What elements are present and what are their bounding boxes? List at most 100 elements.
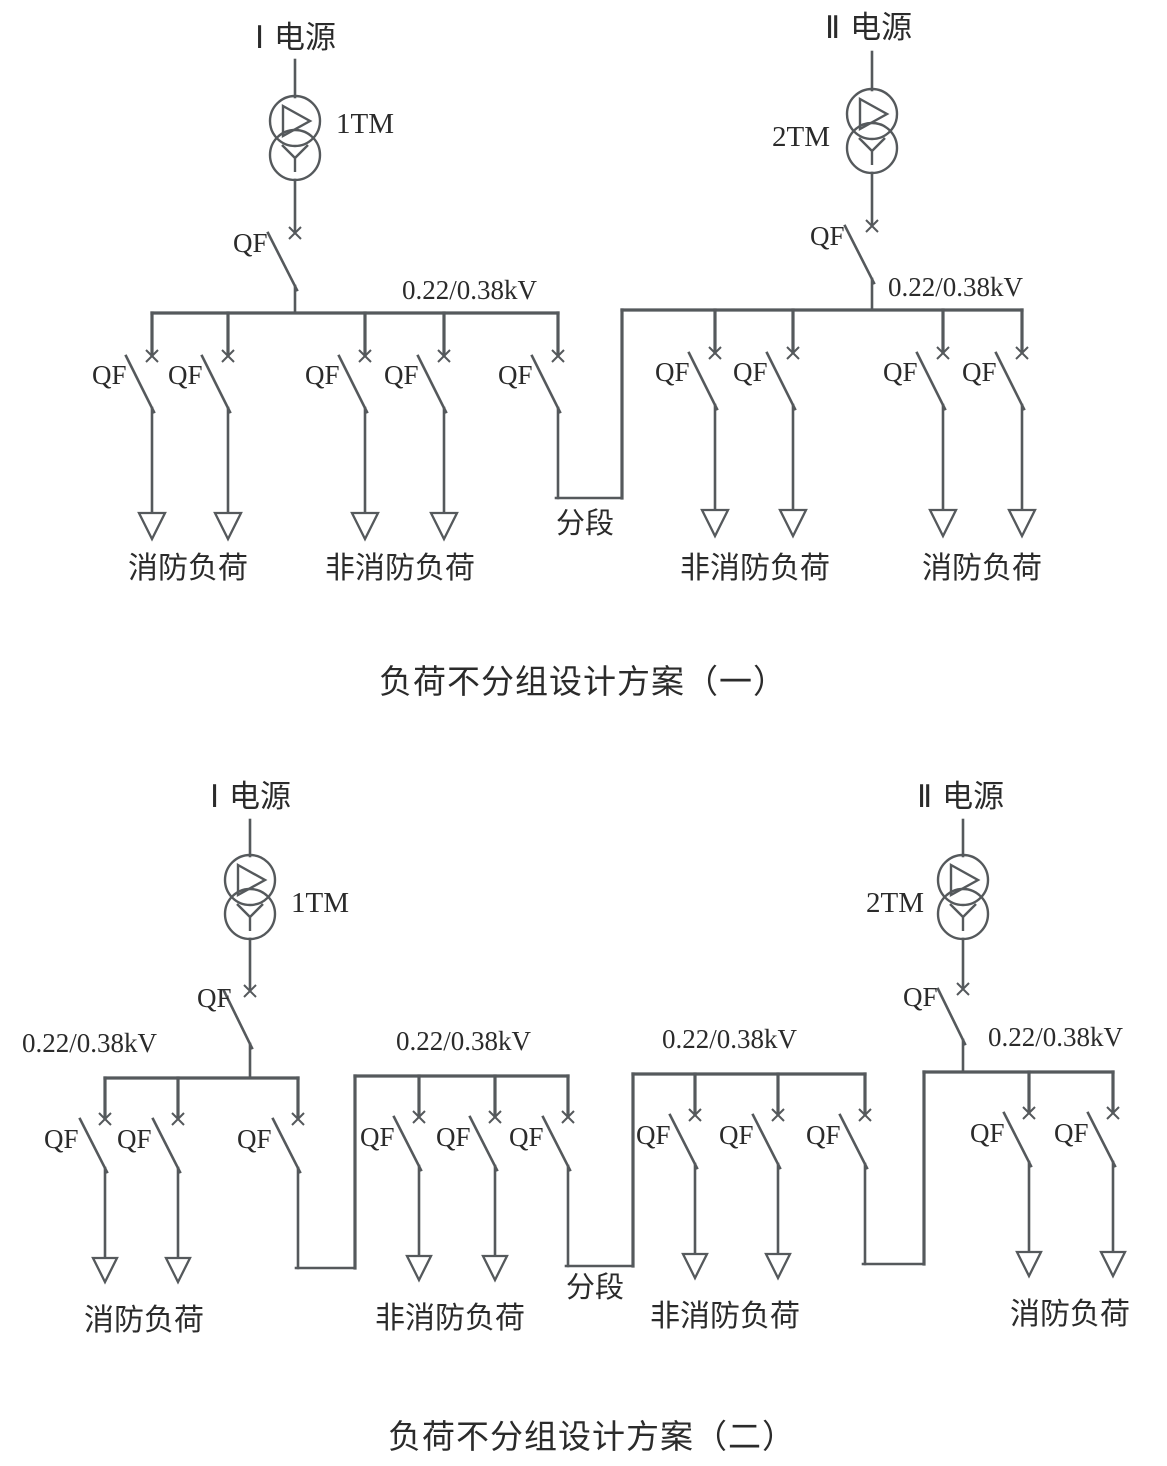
wye-winding-icon [858, 137, 886, 165]
f2-tie-breaker[interactable]: QF [509, 1110, 575, 1268]
f2-feeder-b1-2[interactable]: QF [117, 1112, 192, 1285]
f2-incomer-breaker-2-label: QF [903, 982, 938, 1012]
incomer-breaker-1[interactable]: QF [233, 226, 302, 292]
incomer-breaker-2-label: QF [810, 221, 845, 251]
source-2-branch: Ⅱ 电源 2TM QF [772, 10, 912, 312]
transformer-secondary-circle [845, 121, 899, 175]
f2-feeder-b4-2-label: QF [1054, 1118, 1089, 1148]
breaker-blade [541, 1115, 572, 1172]
breaker-x-icon [288, 226, 302, 240]
load-arrow-icon [164, 1256, 192, 1285]
delta-winding-icon [281, 103, 313, 139]
f2-link-b1-b2-label: QF [237, 1124, 272, 1154]
f2-feeder-b2-2-label: QF [436, 1122, 471, 1152]
f2-load-group-4-label: 消防负荷 [1010, 1297, 1130, 1332]
f2-feeder-b2-1[interactable]: QF [360, 1110, 433, 1283]
f2-feeder-b4-1[interactable]: QF [970, 1106, 1043, 1279]
breaker-x-icon [98, 1112, 112, 1126]
breaker-blade [843, 224, 876, 285]
f2-transformer-1tm-label: 1TM [291, 887, 349, 919]
f2-bus2-voltage-label: 0.22/0.38kV [396, 1026, 532, 1056]
load-arrow-icon [91, 1256, 119, 1285]
load-arrow-icon [1015, 1250, 1043, 1279]
feeder-r3[interactable]: QF [883, 308, 958, 539]
transformer-1tm-symbol [268, 94, 322, 182]
breaker-blade [751, 1113, 782, 1170]
f2-transformer-2tm-label: 2TM [866, 887, 924, 919]
breaker-blade [1002, 1111, 1033, 1168]
load-group-4-label: 消防负荷 [922, 551, 1042, 586]
feeder-l2[interactable]: QF [168, 311, 243, 542]
breaker-blade [337, 354, 369, 414]
breaker-x-icon [936, 346, 950, 360]
breaker-blade [838, 1113, 869, 1170]
load-arrow-icon [137, 511, 167, 542]
f2-incomer-breaker-1[interactable]: QF [197, 983, 257, 1050]
load-group-2-label: 非消防负荷 [325, 551, 475, 586]
source-1-branch: Ⅰ 电源 1TM QF [233, 20, 394, 315]
load-group-3-label: 非消防负荷 [680, 551, 830, 586]
breaker-x-icon [291, 1112, 305, 1126]
f2-feeder-b1-2-label: QF [117, 1124, 152, 1154]
wye-winding-icon [236, 903, 264, 931]
breaker-x-icon [358, 349, 372, 363]
f2-feeder-b3-1-label: QF [636, 1120, 671, 1150]
f2-incomer-breaker-2[interactable]: QF [903, 982, 970, 1046]
feeder-l4-breaker-label: QF [384, 360, 419, 390]
delta-winding-icon [236, 862, 268, 898]
tie-label: 分段 [556, 506, 614, 540]
f2-transformer-1tm-symbol [223, 853, 277, 941]
f2-feeder-b1-1[interactable]: QF [44, 1112, 119, 1285]
feeder-r1[interactable]: QF [655, 308, 730, 539]
f2-source-1-label: Ⅰ 电源 [210, 779, 291, 815]
f2-source-2-label: Ⅱ 电源 [917, 779, 1004, 815]
breaker-x-icon [243, 984, 257, 998]
f2-link-breaker-b3-b4[interactable]: QF [806, 1108, 872, 1266]
breaker-blade [687, 351, 719, 411]
figure-one-caption: 负荷不分组设计方案（一） [379, 662, 787, 701]
breaker-x-icon [1022, 1106, 1036, 1120]
breaker-blade [200, 354, 232, 414]
breaker-x-icon [771, 1108, 785, 1122]
feeder-r4-breaker-label: QF [962, 357, 997, 387]
feeder-l3[interactable]: QF [305, 311, 380, 542]
feeder-l1[interactable]: QF [92, 349, 167, 542]
load-arrow-icon [764, 1252, 792, 1281]
breaker-x-icon [1106, 1106, 1120, 1120]
breaker-blade [151, 1117, 182, 1174]
transformer-2tm-label: 2TM [772, 121, 830, 153]
f2-feeder-b3-1[interactable]: QF [636, 1108, 709, 1281]
load-arrow-icon [681, 1252, 709, 1281]
incomer-breaker-2[interactable]: QF [810, 219, 879, 285]
breaker-x-icon [412, 1110, 426, 1124]
load-arrow-icon [1007, 508, 1037, 539]
bus-right-voltage-label: 0.22/0.38kV [888, 272, 1024, 302]
figure-scheme-two: Ⅰ 电源 1TM QF 0.22/0.38kV [22, 779, 1130, 1456]
f2-bus3-voltage-label: 0.22/0.38kV [662, 1024, 798, 1054]
wye-winding-icon [949, 903, 977, 931]
incomer-breaker-1-label: QF [233, 228, 268, 258]
f2-feeder-b2-2[interactable]: QF [436, 1110, 509, 1283]
f2-feeder-b3-2[interactable]: QF [719, 1108, 792, 1281]
tie-breaker-left[interactable]: QF [498, 349, 565, 500]
tie-breaker-left-label: QF [498, 360, 533, 390]
load-arrow-icon [928, 508, 958, 539]
feeder-l4[interactable]: QF [384, 311, 459, 542]
delta-winding-icon [949, 862, 981, 898]
breaker-x-icon [956, 982, 970, 996]
f2-feeder-b4-2[interactable]: QF [1054, 1106, 1127, 1279]
breaker-blade [222, 989, 254, 1050]
feeder-r2[interactable]: QF [733, 308, 808, 539]
f2-bus1-voltage-label: 0.22/0.38kV [22, 1028, 158, 1058]
f2-transformer-2tm-symbol [936, 853, 990, 941]
breaker-x-icon [708, 346, 722, 360]
f2-feeder-b3-2-label: QF [719, 1120, 754, 1150]
feeder-r4[interactable]: QF [962, 346, 1037, 539]
breaker-blade [915, 351, 947, 411]
f2-tie-label: 分段 [566, 1270, 624, 1304]
breaker-x-icon [786, 346, 800, 360]
load-group-1-label: 消防负荷 [128, 551, 248, 586]
f2-bus4-voltage-label: 0.22/0.38kV [988, 1022, 1124, 1052]
f2-link-breaker-b1-b2[interactable]: QF [237, 1112, 305, 1270]
